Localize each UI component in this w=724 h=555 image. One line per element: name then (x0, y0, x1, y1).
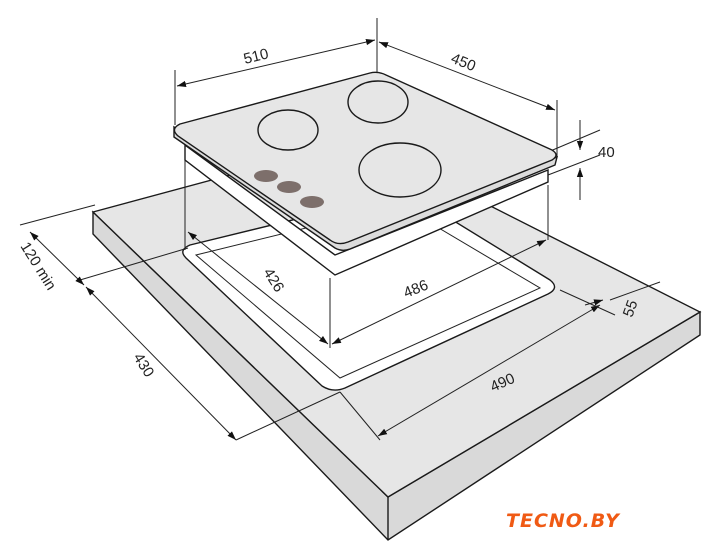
burner-front-left (257, 109, 319, 151)
label-hob-width: 510 (242, 45, 270, 68)
dimension-lines (19, 18, 661, 441)
label-back-margin: 55 (620, 298, 642, 319)
logo: TECNO.BY (506, 510, 621, 532)
burner-rear-right (347, 80, 409, 124)
burner-large (358, 142, 442, 198)
label-counter-depth: 430 (130, 350, 158, 380)
label-front-margin: 120 min (17, 239, 60, 293)
hob (173, 71, 559, 276)
label-hob-height: 40 (598, 144, 615, 161)
knob-3 (300, 196, 324, 208)
label-hob-depth: 450 (449, 50, 479, 75)
knob-1 (254, 170, 278, 182)
knob-2 (277, 181, 301, 193)
